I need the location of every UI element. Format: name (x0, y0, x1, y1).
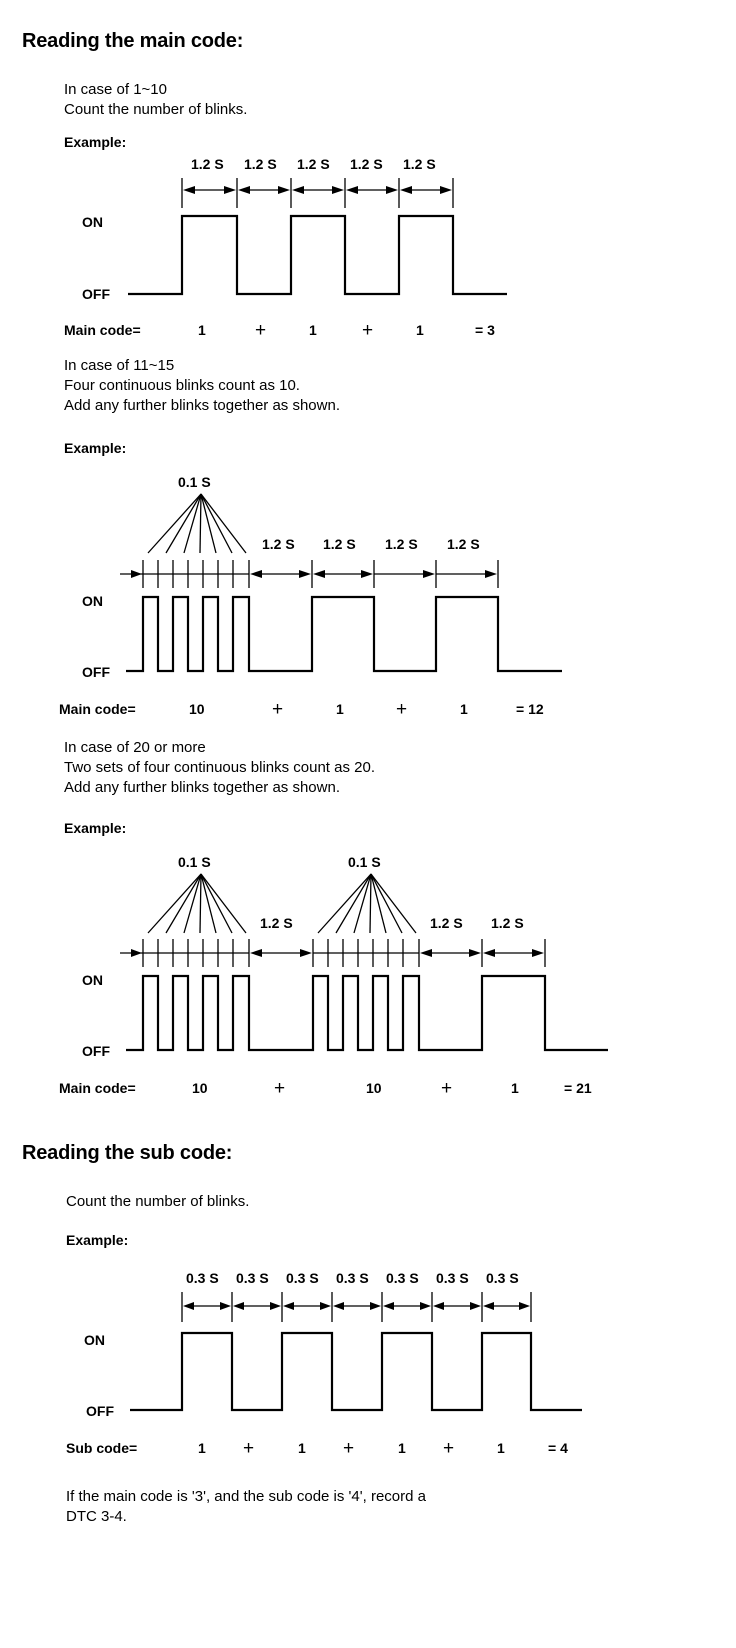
case3-example-label: Example: (64, 820, 127, 836)
sub-plus: + (443, 1438, 454, 1459)
case3-plus: + (274, 1078, 285, 1099)
sub-term: 1 (298, 1440, 306, 1456)
case3-term: 1 (511, 1080, 519, 1096)
case2-dimension-arrows (120, 570, 497, 578)
case1-plus: + (255, 320, 266, 341)
sub-waveform (130, 1331, 582, 1412)
case3-off-label: OFF (82, 1043, 110, 1059)
sub-example-label: Example: (66, 1232, 129, 1248)
sub-plus: + (243, 1438, 254, 1459)
sub-row-label: Sub code= (66, 1440, 137, 1456)
case1-term: 1 (198, 322, 206, 338)
case3-fast-pointer-rays (147, 873, 417, 934)
case1-range: In case of 1~10 (64, 81, 167, 98)
sub-timing-label: 0.3 S (436, 1270, 469, 1286)
case3-instruction-2: Add any further blinks together as shown… (64, 779, 340, 796)
case3-timing-label: 1.2 S (491, 915, 524, 931)
case1-timing-label: 1.2 S (244, 156, 277, 172)
case3-timing-label: 1.2 S (260, 915, 293, 931)
sub-code-heading: Reading the sub code: (22, 1142, 233, 1164)
case1-off-label: OFF (82, 286, 110, 302)
case2-instruction: Four continuous blinks count as 10. (64, 377, 300, 394)
case1-description: In case of 1~10 Count the number of blin… (64, 80, 247, 120)
case2-plus: + (272, 699, 283, 720)
case3-description: In case of 20 or more Two sets of four c… (64, 738, 375, 798)
case3-timing-label: 1.2 S (430, 915, 463, 931)
sub-term: 1 (198, 1440, 206, 1456)
case1-timing-label: 1.2 S (297, 156, 330, 172)
case2-on-label: ON (82, 593, 103, 609)
case3-term: 10 (366, 1080, 382, 1096)
case2-timing-label: 1.2 S (447, 536, 480, 552)
sub-timing-label: 0.3 S (386, 1270, 419, 1286)
case2-term: 1 (336, 701, 344, 717)
case2-fast-pointer-rays (147, 493, 247, 554)
sub-total: = 4 (548, 1440, 568, 1456)
sub-timing-label: 0.3 S (486, 1270, 519, 1286)
case2-description: In case of 11~15 Four continuous blinks … (64, 356, 340, 416)
case3-diagram: 0.1 S 0.1 S 1.2 S 1.2 S 1.2 S (59, 854, 608, 1099)
case1-example-label: Example: (64, 134, 127, 150)
sub-timing-label: 0.3 S (286, 1270, 319, 1286)
case1-row-label: Main code= (64, 322, 141, 338)
case1-timing-label: 1.2 S (350, 156, 383, 172)
case2-term: 10 (189, 701, 205, 717)
case2-instruction-2: Add any further blinks together as shown… (64, 397, 340, 414)
sub-diagram: 0.3 S 0.3 S 0.3 S 0.3 S 0.3 S 0.3 S 0.3 … (66, 1270, 582, 1459)
case3-fast-label: 0.1 S (348, 854, 381, 870)
case3-range: In case of 20 or more (64, 739, 206, 756)
case1-total: = 3 (475, 322, 495, 338)
case2-waveform (126, 595, 562, 673)
sub-instruction: Count the number of blinks. (66, 1193, 250, 1210)
case1-on-label: ON (82, 214, 103, 230)
case2-term: 1 (460, 701, 468, 717)
sub-dimension-arrows (183, 1302, 530, 1310)
case1-timing-label: 1.2 S (191, 156, 224, 172)
case1-instruction: Count the number of blinks. (64, 101, 248, 118)
case3-on-label: ON (82, 972, 103, 988)
sub-note-line: If the main code is '3', and the sub cod… (66, 1488, 426, 1505)
case2-total: = 12 (516, 701, 544, 717)
case3-instruction: Two sets of four continuous blinks count… (64, 759, 376, 776)
case3-dimension-arrows (120, 949, 544, 957)
case2-fast-label: 0.1 S (178, 474, 211, 490)
case3-term: 10 (192, 1080, 208, 1096)
sub-timing-label: 0.3 S (186, 1270, 219, 1286)
sub-off-label: OFF (86, 1403, 114, 1419)
case2-example-label: Example: (64, 440, 127, 456)
case1-waveform (128, 214, 507, 296)
case2-row-label: Main code= (59, 701, 136, 717)
case3-total: = 21 (564, 1080, 592, 1096)
case1-plus: + (362, 320, 373, 341)
case2-timing-label: 1.2 S (323, 536, 356, 552)
case3-waveform (126, 974, 608, 1052)
case3-plus: + (441, 1078, 452, 1099)
case2-timing-label: 1.2 S (385, 536, 418, 552)
case1-diagram: 1.2 S 1.2 S 1.2 S 1.2 S 1.2 S ON OFF Mai… (64, 156, 507, 341)
main-code-heading: Reading the main code: (22, 30, 244, 52)
case1-term: 1 (309, 322, 317, 338)
sub-note-line: DTC 3-4. (66, 1508, 127, 1525)
case2-diagram: 0.1 S 1.2 S 1.2 S 1.2 S 1.2 S ON OFF (59, 474, 562, 720)
sub-timing-label: 0.3 S (236, 1270, 269, 1286)
sub-timing-ticks (181, 1292, 532, 1322)
case2-timing-label: 1.2 S (262, 536, 295, 552)
case1-dimension-arrows (183, 186, 452, 194)
case3-row-label: Main code= (59, 1080, 136, 1096)
case1-timing-label: 1.2 S (403, 156, 436, 172)
sub-plus: + (343, 1438, 354, 1459)
case1-term: 1 (416, 322, 424, 338)
sub-term: 1 (398, 1440, 406, 1456)
case2-off-label: OFF (82, 664, 110, 680)
sub-on-label: ON (84, 1332, 105, 1348)
sub-note: If the main code is '3', and the sub cod… (66, 1487, 426, 1527)
case2-range: In case of 11~15 (64, 357, 175, 374)
sub-timing-label: 0.3 S (336, 1270, 369, 1286)
case3-fast-label: 0.1 S (178, 854, 211, 870)
sub-term: 1 (497, 1440, 505, 1456)
case2-plus: + (396, 699, 407, 720)
